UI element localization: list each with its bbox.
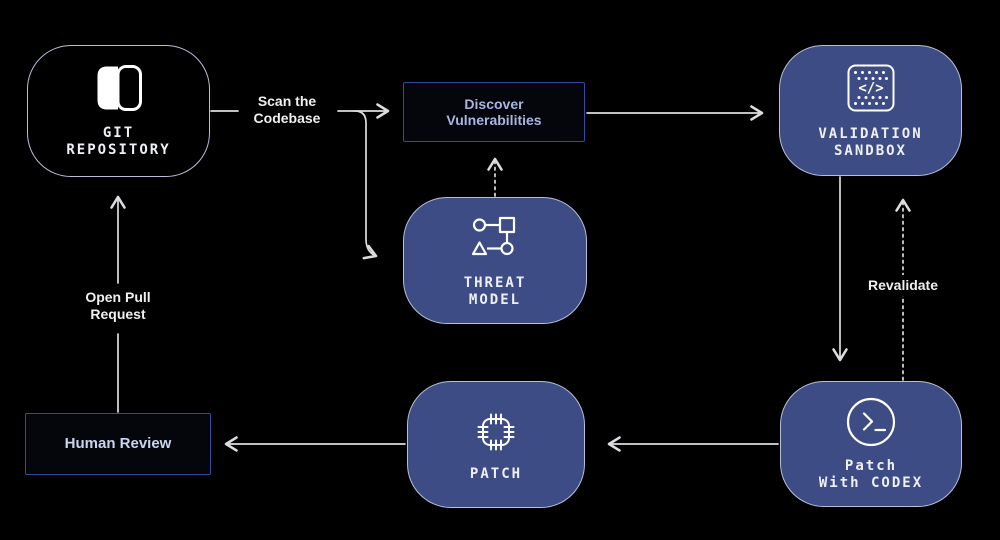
edge-label-revalidate: Revalidate [851, 275, 955, 296]
scan-label-line1: Scan the [257, 93, 317, 109]
patch-label: PATCH [470, 466, 522, 483]
git-repository-label-line2: REPOSITORY [66, 142, 171, 158]
node-patch: PATCH [407, 381, 585, 508]
patch-label-text: PATCH [469, 466, 523, 482]
validation-sandbox-label-line2: SANDBOX [833, 142, 907, 159]
human-review-label: Human Review [65, 436, 172, 452]
flowchart-shapes-icon [471, 216, 516, 255]
repository-panel-icon [97, 65, 142, 111]
edge-label-scan-the-codebase: Scan the Codebase [230, 93, 344, 126]
patch-with-codex-label-line2: With CODEX [818, 475, 924, 491]
patch-chip-icon [477, 413, 515, 451]
git-repository-label-line1: GIT [102, 125, 135, 141]
validation-sandbox-label: VALIDATION SANDBOX [818, 126, 922, 160]
edge-label-open-pull-request: Open Pull Request [58, 289, 178, 322]
openpr-label-line2: Request [90, 305, 146, 322]
revalidate-label-text: Revalidate [867, 277, 939, 293]
git-repository-label: GIT REPOSITORY [66, 125, 170, 159]
threat-model-label-line1: THREAT [463, 274, 527, 291]
edge-scan-to-threat-model [354, 110, 378, 260]
discover-vulnerabilities-label: Discover Vulnerabilities [446, 96, 541, 128]
patch-with-codex-label-line1: Patch [844, 458, 898, 474]
scan-label-line2: Codebase [253, 109, 321, 126]
discover-label-line1: Discover [464, 96, 524, 112]
threat-model-label-line2: MODEL [468, 291, 522, 308]
node-validation-sandbox: </> VALIDATION SANDBOX [779, 45, 962, 176]
discover-label-line2: Vulnerabilities [446, 112, 542, 128]
node-git-repository: GIT REPOSITORY [27, 45, 210, 177]
terminal-prompt-icon [846, 397, 896, 447]
openpr-label-line1: Open Pull [85, 289, 151, 305]
validation-sandbox-label-line1: VALIDATION [818, 125, 923, 142]
svg-text:</>: </> [858, 80, 883, 96]
node-patch-with-codex: Patch With CODEX [780, 381, 962, 507]
code-sandbox-icon: </> [847, 64, 894, 111]
node-threat-model: THREAT MODEL [403, 197, 587, 324]
node-human-review: Human Review [25, 413, 211, 475]
patch-with-codex-label: Patch With CODEX [819, 458, 923, 492]
human-review-label-text: Human Review [64, 435, 172, 452]
threat-model-label: THREAT MODEL [464, 275, 527, 309]
node-discover-vulnerabilities: Discover Vulnerabilities [403, 82, 585, 142]
